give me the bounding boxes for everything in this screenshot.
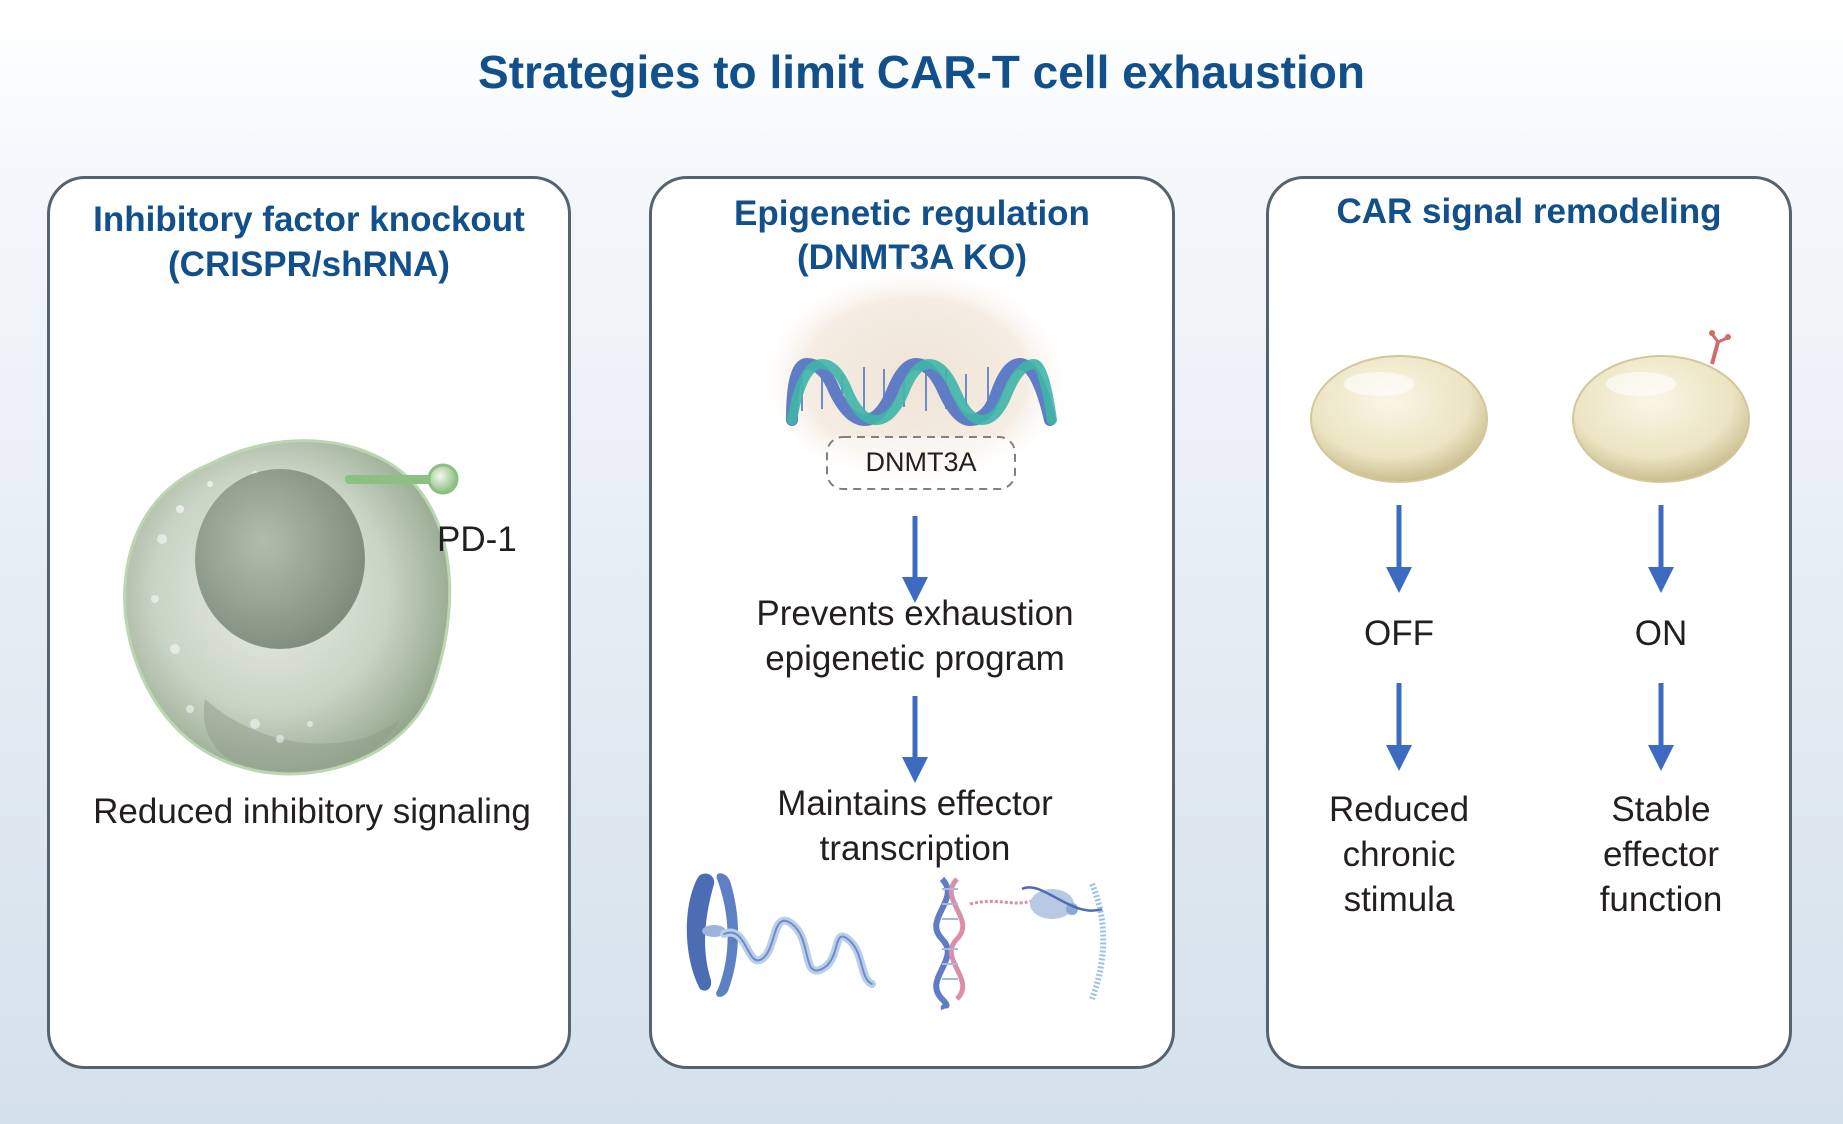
panel-car-signal-remodeling: CAR signal remodeling xyxy=(1266,176,1792,1069)
panel-title-line1: Inhibitory factor knockout xyxy=(93,200,525,239)
panel-inhibitory-knockout: Inhibitory factor knockout (CRISPR/shRNA… xyxy=(47,176,571,1069)
off-result-line2: chronic xyxy=(1342,835,1456,874)
car-t-cell-off xyxy=(1310,355,1488,483)
figure-title: Strategies to limit CAR-T cell exhaustio… xyxy=(478,46,1365,98)
nucleus xyxy=(195,469,365,649)
dnmt3a-box xyxy=(826,436,1016,490)
on-result-line2: effector xyxy=(1602,835,1720,874)
panel-title: CAR signal remodeling xyxy=(1336,192,1722,231)
panel-title-line1: Epigenetic regulation xyxy=(734,194,1090,233)
pd1-stalk xyxy=(345,475,435,484)
down-arrow xyxy=(1386,505,1412,593)
panel-epigenetic-regulation: Epigenetic regulation (DNMT3A KO) xyxy=(649,176,1175,1069)
car-t-cell-on xyxy=(1572,355,1750,483)
step2-line2: transcription xyxy=(819,829,1011,868)
dna-helix-icon xyxy=(786,357,1057,427)
off-result-line1: Reduced xyxy=(1328,790,1470,829)
panel1-result: Reduced inhibitory signaling xyxy=(93,792,531,831)
on-result-line3: function xyxy=(1599,880,1723,919)
epigenetic-illustration xyxy=(686,264,1107,1011)
pd1-label: PD-1 xyxy=(437,520,517,559)
down-arrow xyxy=(1386,683,1412,771)
down-arrow xyxy=(1648,505,1674,593)
panel-title-line2: (CRISPR/shRNA) xyxy=(168,245,450,284)
pd1-receptor-icon xyxy=(427,463,459,495)
car-receptor-icon xyxy=(1709,330,1731,365)
step1-line2: epigenetic program xyxy=(765,639,1065,678)
step1-line1: Prevents exhaustion xyxy=(756,594,1074,633)
chromosome-icon xyxy=(686,873,876,997)
car-signal-illustration xyxy=(1310,330,1750,771)
down-arrow xyxy=(902,696,928,783)
state-on: ON xyxy=(1634,614,1688,653)
on-result-line1: Stable xyxy=(1611,790,1711,829)
down-arrow xyxy=(1648,683,1674,771)
t-cell-illustration xyxy=(123,439,459,776)
down-arrow xyxy=(902,516,928,603)
off-result-line3: stimula xyxy=(1343,880,1455,919)
step2-line1: Maintains effector xyxy=(777,784,1053,823)
dnmt3a-label: DNMT3A xyxy=(865,447,977,477)
state-off: OFF xyxy=(1364,614,1434,653)
transcription-icon xyxy=(933,876,1107,1011)
